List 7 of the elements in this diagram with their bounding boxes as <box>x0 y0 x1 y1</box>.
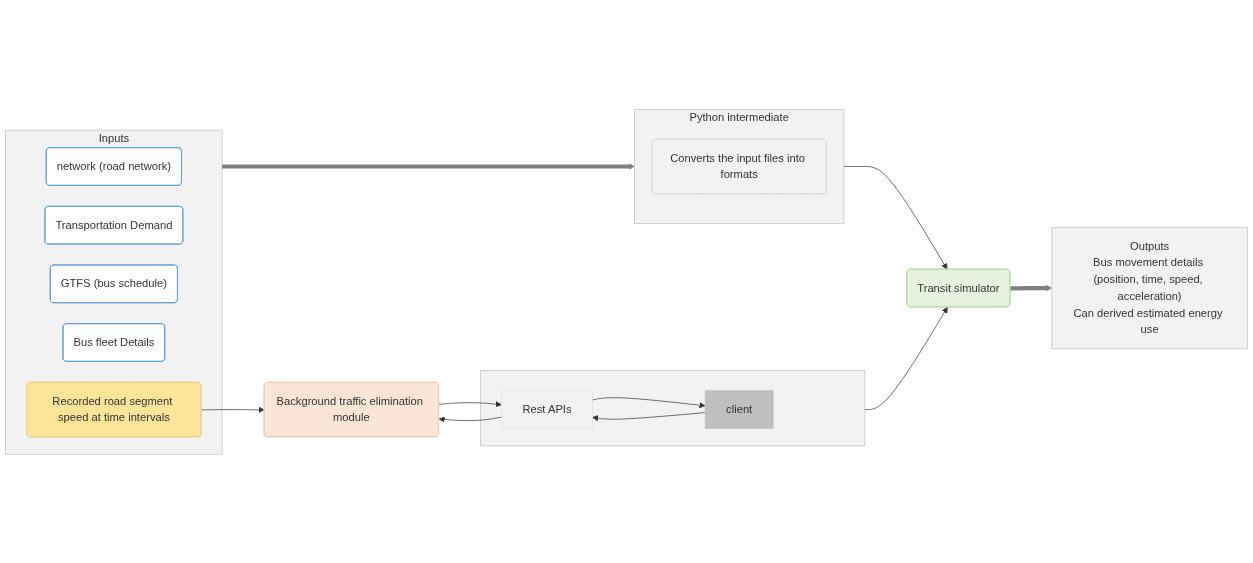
node-box: client <box>704 389 774 429</box>
node-box: Outputs Bus movement details (position, time, speed, acceleration) Can derived estimated energy use <box>1051 226 1248 349</box>
arrow <box>222 163 635 170</box>
arrow <box>1010 284 1053 291</box>
node-text: Converts the input files into formats <box>670 151 806 181</box>
node-box: Rest APIs <box>501 389 593 429</box>
cluster <box>480 369 866 446</box>
